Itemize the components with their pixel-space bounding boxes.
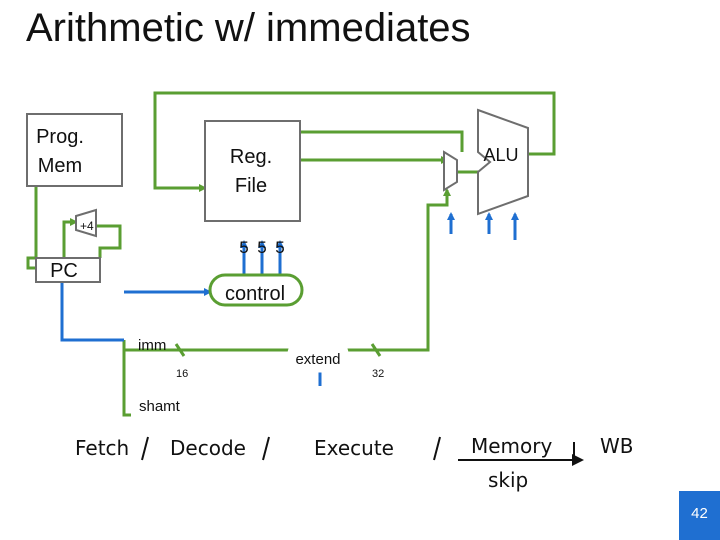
adder-block: +4 xyxy=(75,208,97,238)
stage-separator-3 xyxy=(433,436,441,461)
imm-slash xyxy=(174,343,186,357)
control-label: control xyxy=(225,283,285,305)
data-wires xyxy=(26,91,556,417)
ext-width-label: 32 xyxy=(372,368,384,380)
imm-width-label: 16 xyxy=(176,368,188,380)
pc-block: PC xyxy=(35,257,101,283)
pc-to-adder-wire xyxy=(62,218,78,258)
slide-title: Arithmetic w/ immediates xyxy=(26,6,471,50)
stage-fetch: Fetch xyxy=(75,436,129,460)
alu-writeback-wire xyxy=(153,91,556,192)
reg-file-label-1: Reg. xyxy=(230,146,272,168)
stage-separator-2 xyxy=(262,436,270,461)
regfile-to-alu-wire xyxy=(300,130,464,152)
ext-slash xyxy=(370,343,382,357)
reg-width-label-2: 5 xyxy=(257,238,266,257)
control-wires xyxy=(60,212,519,386)
memory-skip-label: skip xyxy=(488,468,528,492)
alu-label: ALU xyxy=(483,145,518,165)
plus-four-label: +4 xyxy=(80,219,94,233)
mux xyxy=(443,150,458,192)
control-block: control xyxy=(208,273,304,307)
stage-execute: Execute xyxy=(314,436,394,460)
pc-label: PC xyxy=(50,260,78,282)
prog-mem-label-1: Prog. xyxy=(36,126,84,148)
stage-memory: Memory xyxy=(471,434,553,458)
reg-file-label-2: File xyxy=(235,175,267,197)
prog-mem-label-2: Mem xyxy=(38,155,82,177)
stage-separator-1 xyxy=(141,436,149,461)
reg-width-label-1: 5 xyxy=(239,238,248,257)
imm-label: imm xyxy=(138,337,166,354)
page-number-box xyxy=(679,491,720,540)
extend-out-wire xyxy=(346,188,451,352)
stage-decode: Decode xyxy=(170,436,246,460)
pc-loop-wire xyxy=(60,282,124,342)
shamt-label: shamt xyxy=(139,398,181,415)
extend-label: extend xyxy=(295,351,340,368)
prog-mem-block: Prog. Mem xyxy=(26,113,123,187)
instruction-bus-wire xyxy=(122,340,131,417)
adder-out-wire xyxy=(96,224,122,258)
reg-file-block: Reg. File xyxy=(204,120,301,222)
alu-block: ALU xyxy=(477,108,529,216)
page-number: 42 xyxy=(691,505,708,522)
mem-to-pc-loop-wire xyxy=(26,186,38,270)
extend-block: extend xyxy=(287,339,349,373)
stage-wb: WB xyxy=(600,434,634,458)
stage-separators xyxy=(141,436,584,466)
reg-width-label-3: 5 xyxy=(275,238,284,257)
